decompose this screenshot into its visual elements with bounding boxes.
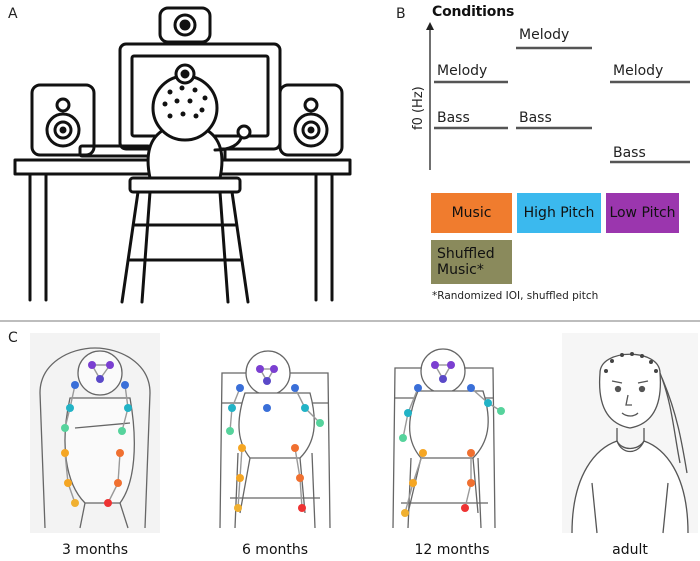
age-label-3-months: 3 months	[61, 542, 129, 558]
infant-6-months-illustration	[219, 350, 331, 529]
pitch-schematic	[426, 22, 690, 170]
music-bass-label: Bass	[437, 110, 470, 126]
footnote: *Randomized IOI, shuffled pitch	[432, 290, 599, 302]
section-divider	[0, 320, 700, 322]
age-label-adult: adult	[612, 542, 648, 558]
low-pitch-bass-label: Bass	[613, 145, 646, 161]
infant-eeg-setup-illustration	[13, 6, 352, 304]
condition-box-shuffled-music: Shuffled Music*	[431, 240, 512, 284]
condition-box-high-pitch: High Pitch	[517, 193, 601, 233]
panel-label-c: C	[8, 330, 18, 346]
panel-label-b: B	[396, 6, 406, 22]
condition-box-low-pitch: Low Pitch	[606, 193, 679, 233]
y-axis-label: f0 (Hz)	[411, 86, 426, 130]
condition-box-music: Music	[431, 193, 512, 233]
adult-illustration	[562, 333, 698, 534]
panel-label-a: A	[8, 6, 18, 22]
infant-3-months-illustration	[30, 333, 160, 533]
low-pitch-melody-label: Melody	[613, 63, 664, 79]
infant-12-months-illustration	[392, 348, 505, 529]
high-pitch-bass-label: Bass	[519, 110, 552, 126]
music-melody-label: Melody	[437, 63, 488, 79]
high-pitch-melody-label: Melody	[519, 27, 570, 43]
conditions-title: Conditions	[432, 4, 515, 20]
age-label-12-months: 12 months	[414, 542, 490, 558]
age-label-6-months: 6 months	[241, 542, 309, 558]
